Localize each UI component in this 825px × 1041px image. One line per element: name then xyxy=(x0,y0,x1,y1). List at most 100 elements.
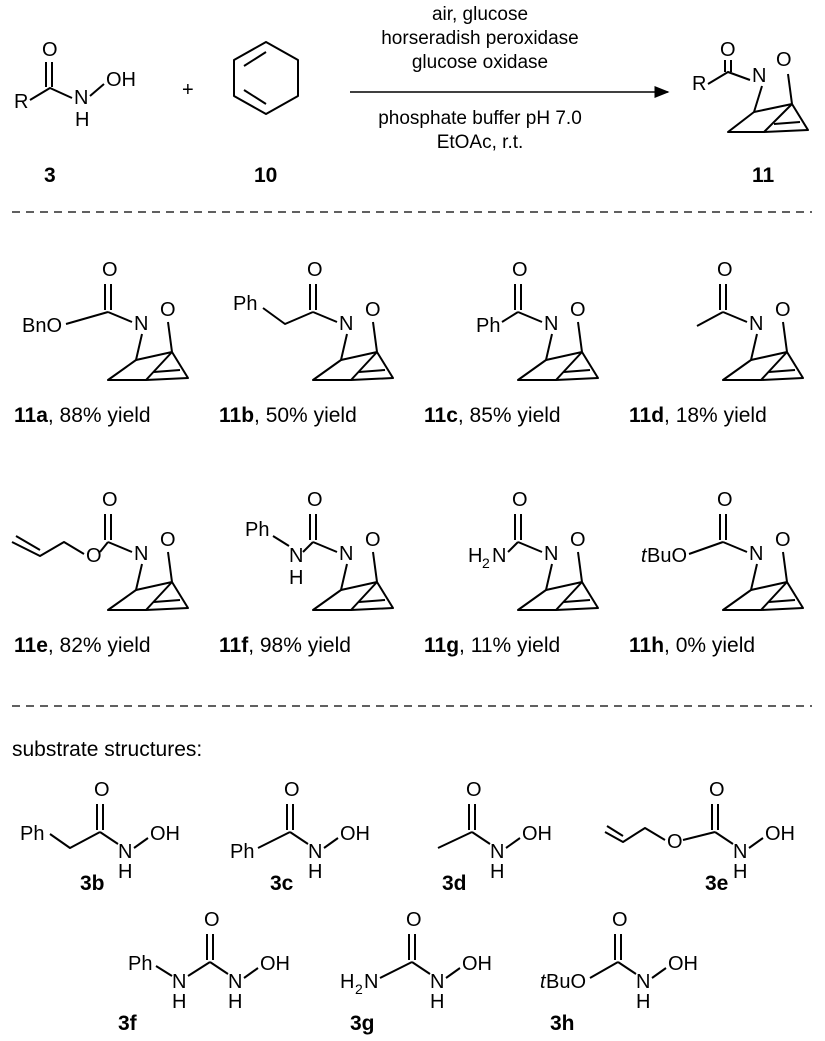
atom-N: N xyxy=(492,545,506,567)
atom-t-italic: t xyxy=(540,971,547,993)
atom-N: N xyxy=(749,313,763,335)
substrate-label: 3g xyxy=(350,1012,375,1035)
atom-O: O xyxy=(466,779,482,801)
atom-N: N xyxy=(289,545,303,567)
atom-N: N xyxy=(228,971,242,993)
compound-label-10: 10 xyxy=(254,164,277,187)
atom-N: N xyxy=(364,971,378,993)
yield-caption: 11a, 88% yield xyxy=(14,404,151,427)
atom-OH: OH xyxy=(150,823,180,845)
atom-N: N xyxy=(134,543,148,565)
yield-text: , 18% yield xyxy=(664,404,767,427)
atom-N: N xyxy=(118,841,132,863)
yield-caption: 11c, 85% yield xyxy=(424,404,561,427)
reactant-hydroxamic-acid: R O N H OH xyxy=(14,39,136,131)
substrate-grid: PhONHOH3bPhONHOH3cONHOH3dOONHOH3ePhNHONH… xyxy=(20,779,795,1035)
atom-H: H xyxy=(308,861,322,883)
atom-H: H xyxy=(340,971,354,993)
atom-N: N xyxy=(490,841,504,863)
atom-OH: OH xyxy=(522,823,552,845)
compound-id: 11g xyxy=(424,634,459,657)
atom-O: O xyxy=(512,489,528,511)
atom-O: O xyxy=(570,299,586,321)
atom-O: O xyxy=(720,39,736,61)
atom-Ph: Ph xyxy=(230,841,254,863)
atom-O: O xyxy=(717,259,733,281)
compound-id: 11e xyxy=(14,634,48,657)
compound-label-3: 3 xyxy=(44,164,56,187)
atom-Ph: Ph xyxy=(245,519,269,541)
yield-text: , 50% yield xyxy=(254,404,357,427)
yield-caption: 11b, 50% yield xyxy=(219,404,357,427)
atom-R: R xyxy=(692,73,706,95)
atom-N: N xyxy=(749,543,763,565)
atom-O: O xyxy=(512,259,528,281)
atom-O: O xyxy=(775,299,791,321)
substrate-3c: Ph O NH OH 3c xyxy=(230,779,370,895)
atom-O: O xyxy=(717,489,733,511)
atom-H: H xyxy=(289,567,303,589)
atom-Ph: Ph xyxy=(233,293,257,315)
atom-t-italic: t xyxy=(641,545,648,567)
atom-H: H xyxy=(733,861,747,883)
atom-O: O xyxy=(160,529,176,551)
atom-OH: OH xyxy=(106,69,136,91)
atom-O: O xyxy=(775,529,791,551)
atom-OH: OH xyxy=(462,953,492,975)
compound-id: 11a xyxy=(14,404,48,427)
yield-text: , 85% yield xyxy=(458,404,561,427)
atom-H: H xyxy=(75,109,89,131)
atom-OH: OH xyxy=(340,823,370,845)
condition-line-5: EtOAc, r.t. xyxy=(437,132,524,153)
substrate-label: 3e xyxy=(705,872,728,895)
atom-N: N xyxy=(308,841,322,863)
yield-text: , 0% yield xyxy=(664,634,755,657)
atom-OH: OH xyxy=(260,953,290,975)
atom-BuO: BuO xyxy=(546,971,586,993)
atom-H: H xyxy=(636,991,650,1013)
substrate-label: 3d xyxy=(442,872,467,895)
atom-N: N xyxy=(733,841,747,863)
atom-O: O xyxy=(86,545,102,567)
atom-N: N xyxy=(74,87,88,109)
yield-caption: 11f, 98% yield xyxy=(219,634,351,657)
atom-R: R xyxy=(14,91,28,113)
atom-O: O xyxy=(102,489,118,511)
substrate-label: 3c xyxy=(270,872,294,895)
yield-caption: 11h, 0% yield xyxy=(629,634,755,657)
atom-O: O xyxy=(307,259,323,281)
yield-text: , 98% yield xyxy=(248,634,351,657)
condition-line-3: glucose oxidase xyxy=(412,52,548,73)
atom-O: O xyxy=(406,909,422,931)
atom-O: O xyxy=(612,909,628,931)
compound-id: 11f xyxy=(219,634,249,657)
product-generic: R O N O xyxy=(692,39,809,133)
atom-O: O xyxy=(284,779,300,801)
atom-O: O xyxy=(42,39,58,61)
atom-O: O xyxy=(102,259,118,281)
atom-N: N xyxy=(544,543,558,565)
atom-N: N xyxy=(636,971,650,993)
yield-caption: 11e, 82% yield xyxy=(14,634,151,657)
atom-O: O xyxy=(204,909,220,931)
compound-id: 11d xyxy=(629,404,664,427)
substrate-label: 3f xyxy=(118,1012,138,1035)
substrate-label: 3h xyxy=(550,1012,575,1035)
atom-N: N xyxy=(134,313,148,335)
yield-text: , 11% yield xyxy=(459,634,560,657)
atom-subscript-2: 2 xyxy=(482,555,490,571)
substrate-heading: substrate structures: xyxy=(12,738,202,761)
compound-id: 11h xyxy=(629,634,664,657)
atom-H: H xyxy=(228,991,242,1013)
atom-O: O xyxy=(160,299,176,321)
